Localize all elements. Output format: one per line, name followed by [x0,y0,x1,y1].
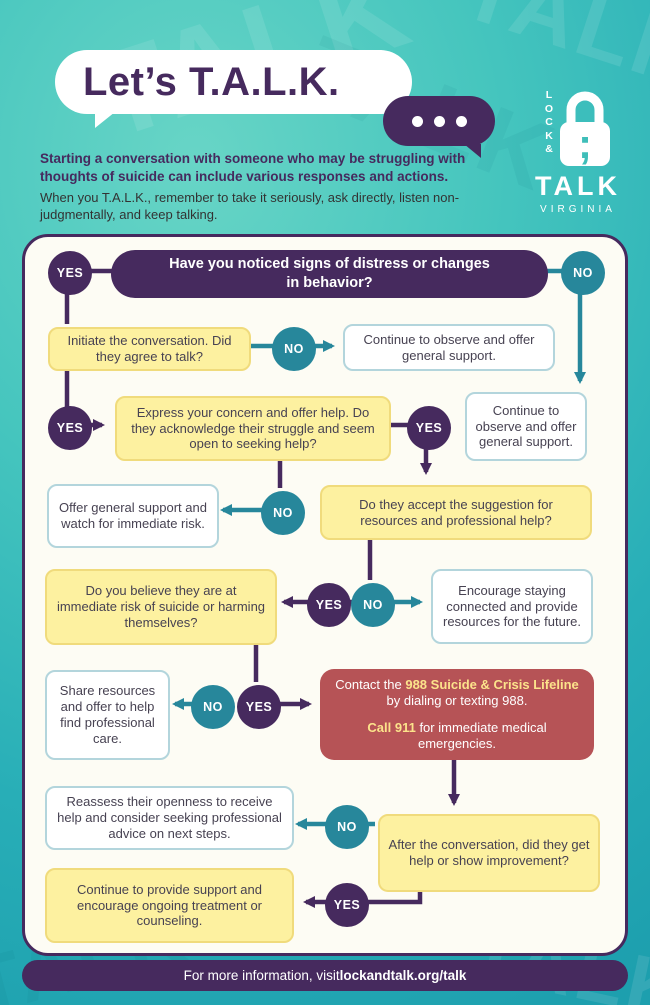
observe-box-right: Continue to observe and offer general su… [465,392,587,461]
after-box: After the conversation, did they get hel… [378,814,600,892]
share-box: Share resources and offer to help find p… [45,670,170,760]
initiate-yes-badge: YES [48,406,92,450]
footer-text: For more information, visit [183,968,340,983]
logo-lock-row: L O C K & ; [528,84,628,170]
logo-letter: O [544,102,555,115]
crisis-911-highlight: Call 911 [367,720,416,735]
lock-and-talk-logo: L O C K & ; TALK VIRGINIA [528,84,628,215]
semicolon-glyph: ; [578,120,592,167]
ellipsis-dot [433,115,445,127]
express-yes-badge: YES [407,406,451,450]
continue-support-box: Continue to provide support and encourag… [45,868,294,943]
chat-dots-bubble [383,96,495,158]
title-bubble: Let’s T.A.L.K. [55,50,412,128]
start-question: Have you noticed signs of distress or ch… [111,250,548,298]
crisis-line-2: Call 911 for immediate medical emergenci… [328,720,586,752]
ellipsis-dot [411,115,423,127]
initiate-no-badge: NO [272,327,316,371]
crisis-box: Contact the 988 Suicide & Crisis Lifelin… [320,669,594,760]
logo-talk-text: TALK [535,171,621,201]
crisis-988-highlight: 988 Suicide & Crisis Lifeline [405,677,579,693]
logo-ampersand: & [545,143,554,155]
reassess-box: Reassess their openness to receive help … [45,786,294,850]
logo-letter: C [545,116,554,128]
after-no-badge: NO [325,805,369,849]
accept-yes-badge: YES [307,583,351,627]
express-no-badge: NO [261,491,305,535]
chat-dots-bubble-tail [464,144,481,158]
observe-box-top: Continue to observe and offer general su… [343,324,555,371]
logo-letter: L [545,89,554,101]
intro-regular-text: When you T.A.L.K., remember to take it s… [40,190,460,222]
crisis-line-1: Contact the 988 Suicide & Crisis Lifelin… [328,677,586,709]
risk-no-badge: NO [191,685,235,729]
start-yes-badge: YES [48,251,92,295]
initiate-box: Initiate the conversation. Did they agre… [48,327,251,371]
ellipsis-dot [455,115,467,127]
intro-bold-text: Starting a conversation with someone who… [40,151,466,184]
crisis-text: Contact the [335,677,406,693]
logo-letter: K [545,129,554,142]
accept-box: Do they accept the suggestion for resour… [320,485,592,540]
start-no-badge: NO [561,251,605,295]
accept-no-badge: NO [351,583,395,627]
express-box: Express your concern and offer help. Do … [115,396,391,461]
risk-box: Do you believe they are at immediate ris… [45,569,277,645]
flowchart-panel: Have you noticed signs of distress or ch… [22,234,628,956]
risk-yes-badge: YES [237,685,281,729]
footer-link: lockandtalk.org/talk [339,968,467,983]
title-bubble-tail [95,112,115,128]
footer-bar: For more information, visit lockandtalk.… [22,960,628,991]
after-yes-badge: YES [325,883,369,927]
crisis-text: by dialing or texting 988. [386,693,528,709]
offer-support-box: Offer general support and watch for imme… [47,484,219,548]
logo-virginia-text: VIRGINIA [540,204,616,215]
padlock-icon: ; [560,91,611,167]
page-title: Let’s T.A.L.K. [83,59,340,104]
logo-lock-letters: L O C K & [545,84,554,170]
encourage-box: Encourage staying connected and provide … [431,569,593,644]
crisis-text: for immediate medical emergencies. [415,720,547,751]
